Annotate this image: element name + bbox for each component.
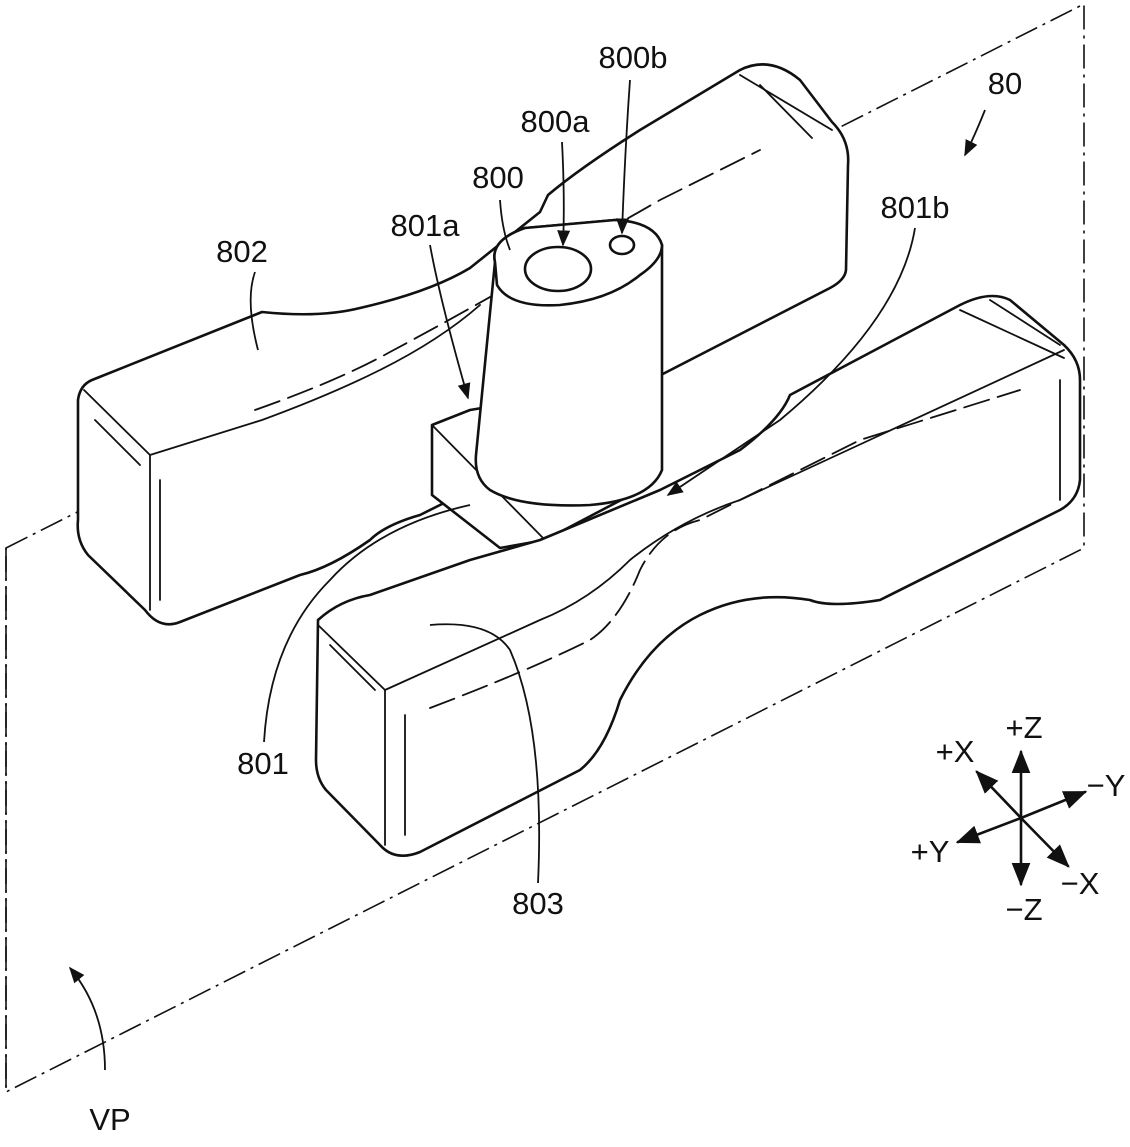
- label-801a: 801a: [391, 208, 461, 243]
- label-802: 802: [216, 234, 268, 269]
- label-803: 803: [512, 886, 564, 921]
- label-800b: 800b: [599, 40, 668, 75]
- label-800: 800: [472, 160, 524, 195]
- label-800a: 800a: [521, 104, 591, 139]
- axis-label-plus-y: +Y: [911, 834, 950, 869]
- axis-label-plus-z: +Z: [1005, 710, 1042, 745]
- front-bar-803: [314, 294, 1082, 857]
- axes-indicator: [955, 749, 1088, 887]
- virtual-plane: [5, 2, 1085, 1094]
- label-801b: 801b: [881, 190, 950, 225]
- leader-lines: [68, 79, 986, 1071]
- label-vp: VP: [89, 1102, 130, 1137]
- axis-label-minus-x: −X: [1061, 866, 1100, 901]
- axis-label-minus-z: −Z: [1005, 892, 1042, 927]
- axis-label-minus-y: −Y: [1087, 768, 1126, 803]
- label-80: 80: [988, 66, 1022, 101]
- rear-bar-802: [76, 63, 850, 626]
- cylinder-800: [474, 218, 664, 507]
- axis-label-plus-x: +X: [936, 734, 975, 769]
- label-801: 801: [237, 746, 289, 781]
